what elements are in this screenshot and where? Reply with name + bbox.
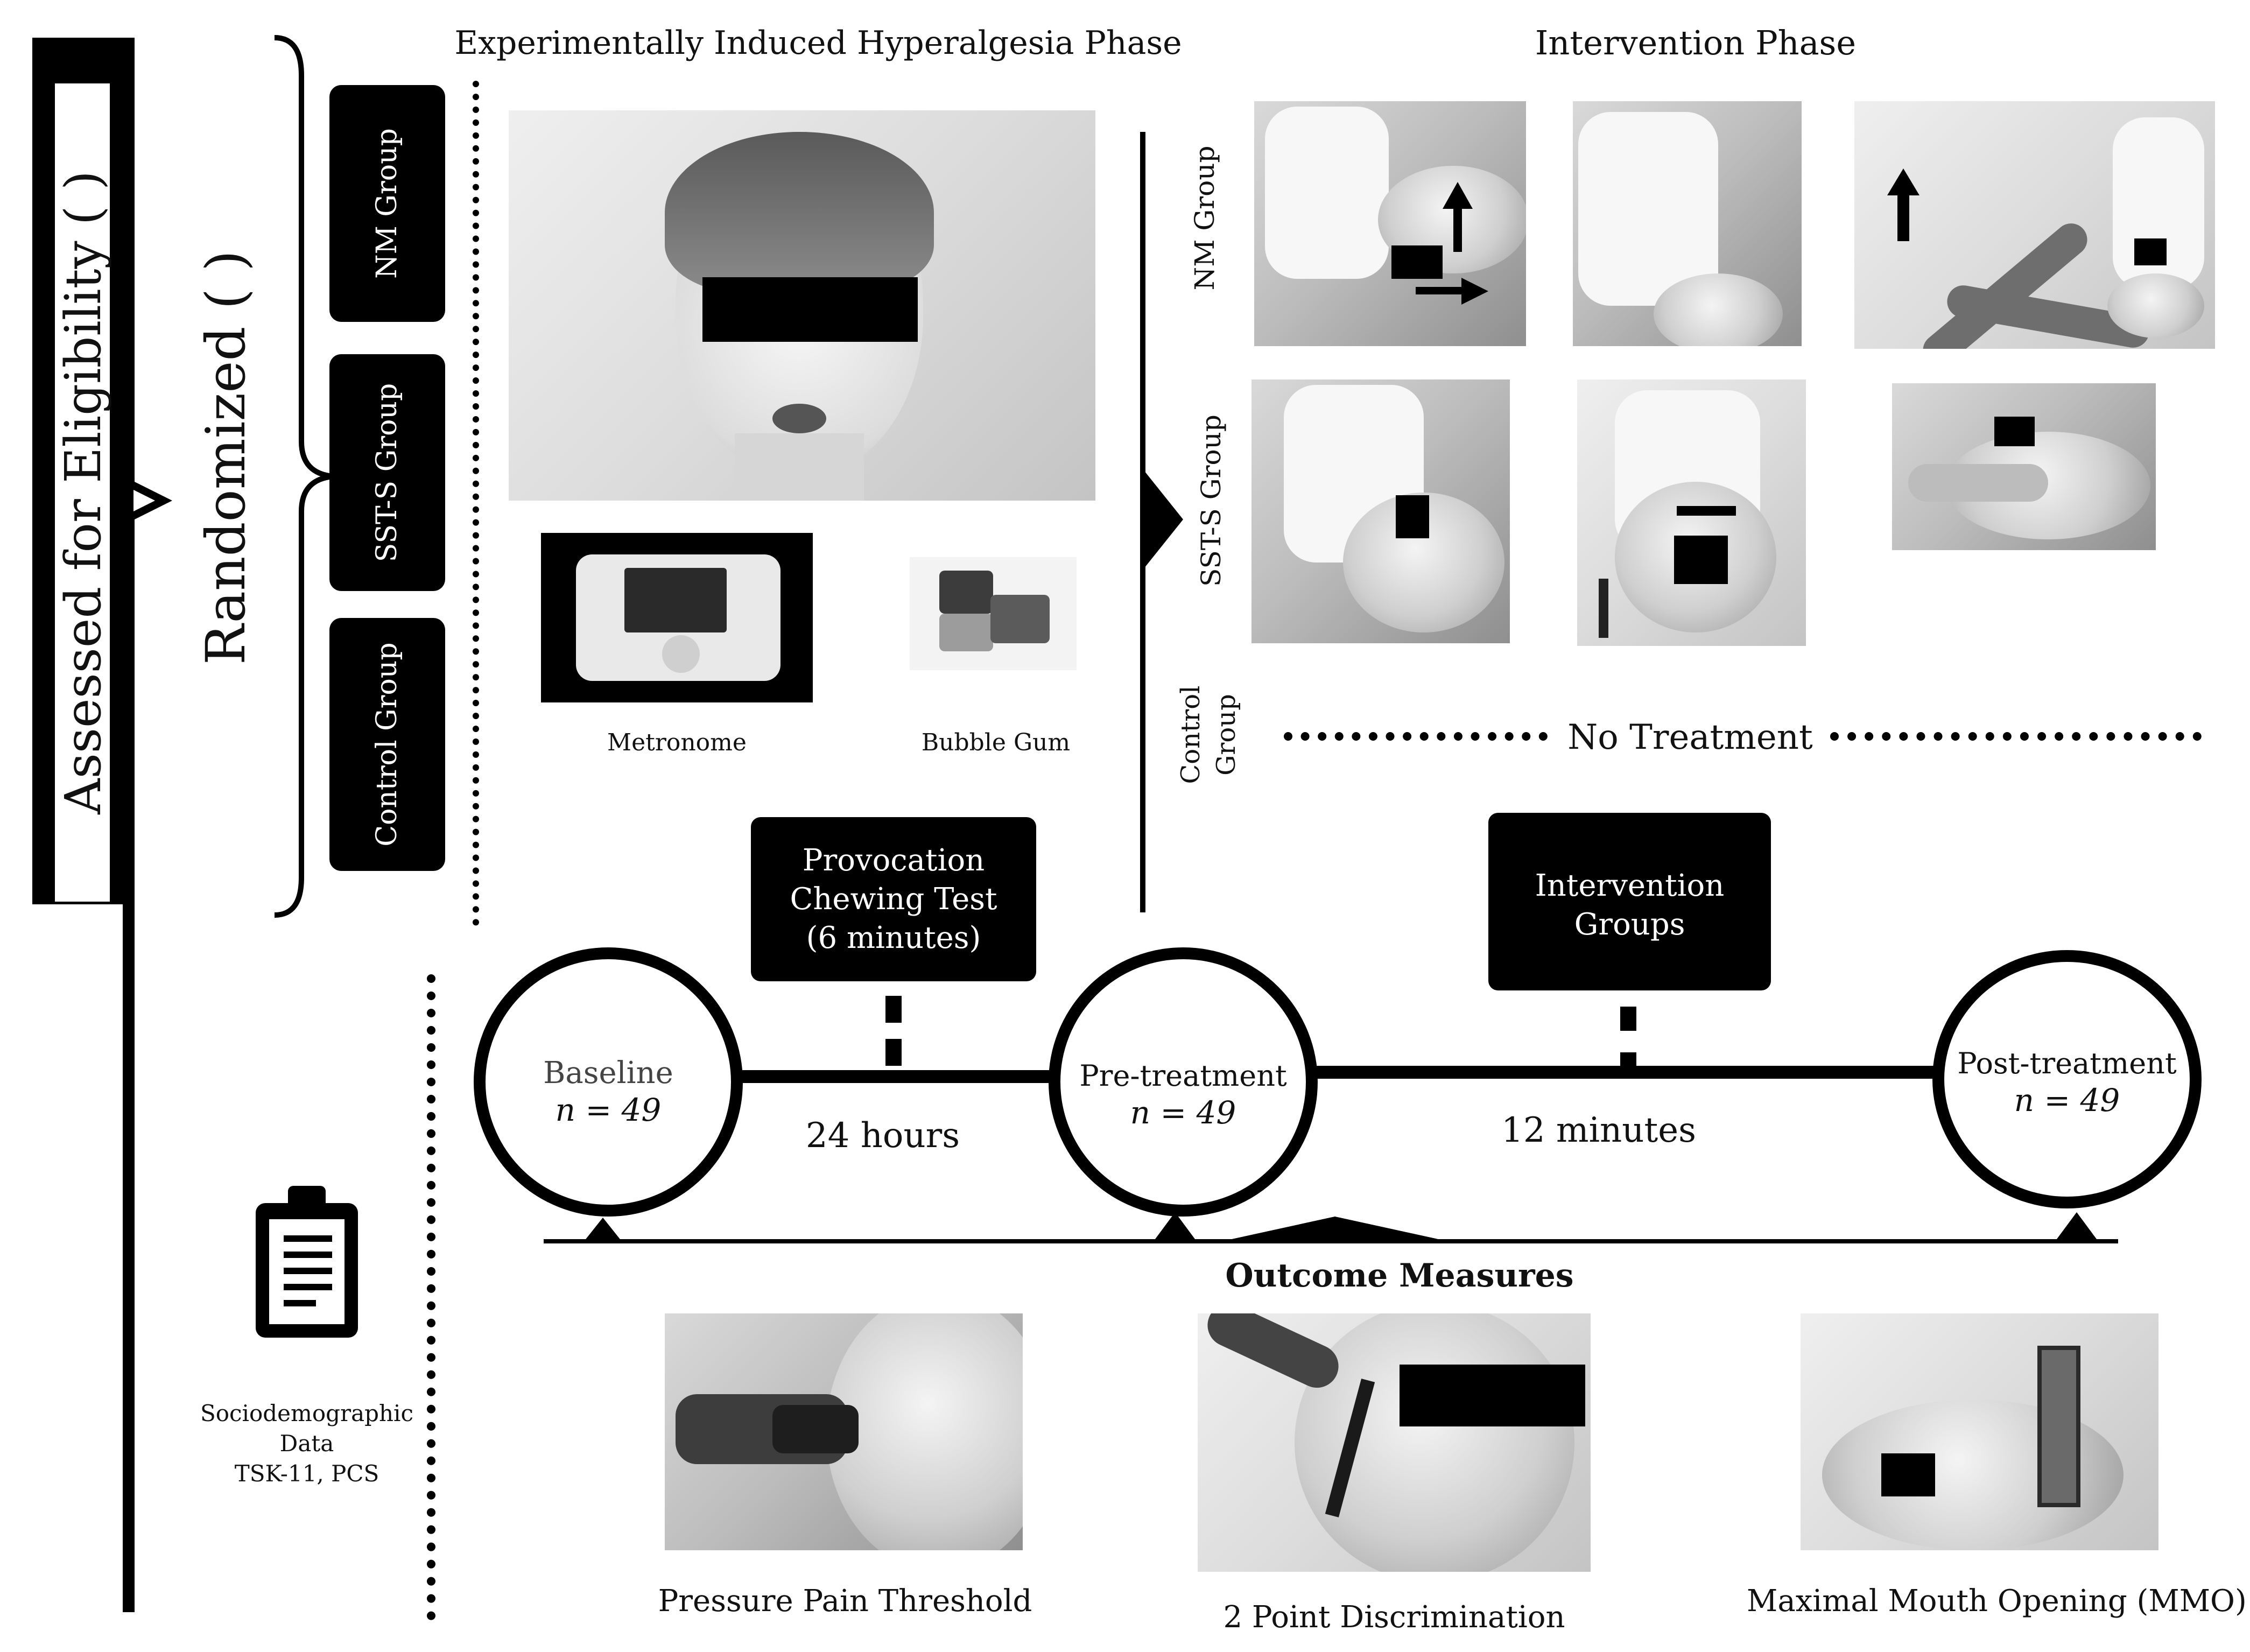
sst-group-box: SST-S Group: [329, 354, 445, 591]
control-group-box: Control Group: [329, 618, 445, 871]
sociodemographic-line-1: Sociodemographic: [200, 1400, 414, 1426]
nm-photo-3: [1854, 101, 2215, 349]
dotted-separator-bottom: [427, 974, 435, 1620]
timeline-ruler: [544, 1239, 2118, 1243]
nm-photo-1: [1254, 101, 1526, 346]
bubble-gum-label: Bubble Gum: [921, 729, 1071, 756]
intervention-groups-line-2: Groups: [1574, 907, 1685, 942]
gum-cube-3: [990, 595, 1050, 643]
mmo-photo: [1801, 1313, 2158, 1550]
gum-cube-2: [939, 614, 993, 651]
metronome-label: Metronome: [607, 729, 747, 756]
provocation-connector-dash-1: [885, 996, 902, 1023]
pretreatment-label: Pre-treatment: [1079, 1059, 1287, 1093]
baseline-label: Baseline: [543, 1056, 673, 1091]
nm-group-label: NM Group: [371, 128, 403, 279]
intervention-groups-line-1: Intervention: [1535, 868, 1725, 903]
sociodemographic-text: Sociodemographic Data TSK-11, PCS: [161, 1398, 452, 1489]
face-censor-bar: [702, 277, 918, 342]
face-mouth: [772, 404, 826, 433]
metronome-photo: [541, 533, 813, 702]
eligibility-bar-inner: [55, 83, 110, 902]
triangle-marker-icon: [584, 1218, 622, 1241]
posttreatment-circle: Post-treatment n = 49: [1932, 950, 2202, 1208]
two-point-photo: [1198, 1313, 1591, 1572]
dotted-separator-top: [473, 81, 479, 926]
metronome-dial: [662, 635, 700, 673]
row-label-sst: SST-S Group: [1196, 414, 1227, 587]
nm-photo-2: [1573, 101, 1802, 346]
bubble-gum-photo: [910, 557, 1077, 670]
row-label-nm: NM Group: [1189, 145, 1220, 291]
sociodemographic-line-3: TSK-11, PCS: [234, 1460, 379, 1487]
eligibility-stem: [123, 902, 135, 1612]
sst-group-label: SST-S Group: [371, 383, 403, 563]
provocation-line-3: (6 minutes): [806, 920, 981, 955]
provocation-line-2: Chewing Test: [790, 882, 997, 917]
intervention-connector-dash-1: [1620, 1007, 1636, 1031]
pretreatment-circle: Pre-treatment n = 49: [1049, 947, 1318, 1217]
no-treatment-dots-right: [1830, 732, 2202, 741]
no-treatment-label: No Treatment: [1567, 718, 1813, 757]
row-label-control-1: Control: [1176, 685, 1206, 784]
timeline-segment-2: [1313, 1066, 1938, 1079]
pretreatment-n: n = 49: [1130, 1094, 1236, 1131]
face-photo: [509, 110, 1095, 501]
posttreatment-label: Post-treatment: [1957, 1046, 2177, 1080]
timeline-segment-1: [740, 1070, 1055, 1083]
metronome-screen: [624, 568, 727, 632]
gum-cube-1: [939, 571, 993, 614]
face-neck: [735, 433, 864, 501]
triangle-marker-icon: [1222, 1217, 1448, 1241]
pressure-pain-label: Pressure Pain Threshold: [658, 1584, 1032, 1619]
mmo-label: Maximal Mouth Opening (MMO): [1747, 1584, 2247, 1619]
chevron-right-icon: [1140, 466, 1183, 573]
outcome-measures-title: Outcome Measures: [1225, 1257, 1574, 1295]
face-hair: [665, 132, 934, 293]
intervention-phase-title: Intervention Phase: [1535, 23, 1857, 62]
pressure-pain-photo: [665, 1313, 1023, 1550]
control-group-label: Control Group: [371, 642, 403, 847]
baseline-circle: Baseline n = 49: [474, 947, 743, 1217]
interval-24-hours: 24 hours: [805, 1116, 960, 1156]
triangle-marker-icon: [2055, 1212, 2098, 1241]
eligibility-bar: Assessed for Eligibility ( ): [32, 38, 135, 904]
nm-group-box: NM Group: [329, 85, 445, 322]
sst-photo-2: [1577, 379, 1806, 646]
triangle-marker-icon: [1154, 1212, 1197, 1241]
arrow-up-icon: [1443, 182, 1473, 209]
posttreatment-n: n = 49: [2014, 1082, 2120, 1119]
interval-12-minutes: 12 minutes: [1501, 1110, 1696, 1150]
baseline-n: n = 49: [555, 1092, 662, 1128]
arrow-up-icon: [1887, 168, 1919, 195]
no-treatment-dots-left: [1284, 732, 1548, 741]
sst-photo-1: [1251, 379, 1510, 643]
provocation-box: Provocation Chewing Test (6 minutes): [751, 817, 1036, 981]
metronome-device: [576, 554, 781, 681]
hyperalgesia-phase-title: Experimentally Induced Hyperalgesia Phas…: [454, 24, 1182, 62]
sociodemographic-line-2: Data: [279, 1430, 334, 1457]
provocation-connector-dash-2: [885, 1039, 902, 1066]
arrow-right-icon: [1461, 278, 1488, 305]
randomized-label: Randomized ( ): [194, 250, 257, 665]
intervention-groups-box: Intervention Groups: [1488, 813, 1771, 990]
two-point-label: 2 Point Discrimination: [1223, 1600, 1565, 1635]
eligibility-label: Assessed for Eligibility ( ): [54, 171, 112, 814]
row-label-control-2: Group: [1211, 694, 1241, 776]
clipboard-icon: [256, 1186, 358, 1338]
provocation-line-1: Provocation: [802, 843, 985, 878]
sst-photo-3: [1892, 383, 2156, 550]
eligibility-pointer: [129, 479, 172, 522]
